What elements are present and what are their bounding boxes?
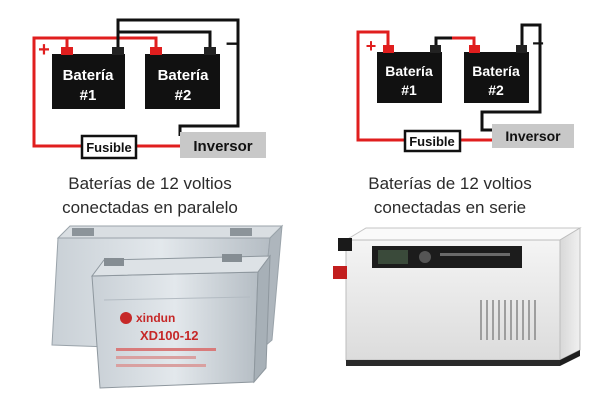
parallel-battery-1-positive-terminal	[61, 47, 73, 55]
parallel-positive-bridge-wire	[67, 36, 158, 50]
xindun-logo-icon	[120, 312, 132, 324]
series-battery-2-word: Batería	[472, 63, 520, 79]
series-link-wire-black	[434, 36, 452, 47]
parallel-battery-2-word: Batería	[158, 67, 210, 84]
series-positive-wire	[356, 30, 405, 142]
series-fuse-box	[403, 129, 462, 153]
battery-photo: xindun XD100-12	[51, 224, 284, 389]
parallel-battery-1-body	[52, 54, 125, 109]
series-diagram: Batería #1 Batería #2 + − Fusible Invers…	[356, 23, 574, 153]
series-plus-sign: +	[366, 36, 377, 56]
series-inverter-label: Inversor	[505, 128, 561, 144]
battery-model: XD100-12	[140, 328, 199, 343]
parallel-battery-1-word: Batería	[63, 67, 115, 84]
battery-brand: xindun	[136, 311, 175, 325]
series-caption: Baterías de 12 voltios conectadas en ser…	[300, 172, 600, 220]
inverter-photo	[333, 227, 582, 366]
series-caption-line-2: conectadas en serie	[373, 198, 527, 217]
parallel-fuse-label: Fusible	[86, 140, 132, 155]
inverter-knob-icon	[419, 251, 431, 263]
series-battery-1-negative-terminal	[430, 45, 441, 53]
parallel-negative-wire	[116, 18, 240, 136]
battery-label-lines-3	[116, 364, 206, 367]
parallel-battery-2-negative-terminal	[204, 47, 216, 55]
series-battery-1-body	[377, 52, 442, 103]
series-fuse-label: Fusible	[409, 134, 455, 149]
front-battery: xindun XD100-12	[90, 254, 272, 389]
series-link-wire-red	[452, 36, 476, 47]
parallel-inverter-label: Inversor	[193, 138, 252, 155]
parallel-battery-1-negative-terminal	[112, 47, 124, 55]
series-battery-2-positive-terminal	[469, 45, 480, 53]
series-battery-2-number: #2	[488, 82, 504, 98]
series-battery-1-number: #1	[401, 82, 417, 98]
parallel-caption-line-2: conectadas en paralelo	[62, 198, 238, 217]
series-caption-line-1: Baterías de 12 voltios	[368, 174, 532, 193]
parallel-diagram: Batería #1 Batería #2 + − Fusible Invers…	[32, 18, 266, 160]
parallel-inverter-box	[180, 132, 266, 158]
parallel-battery-2-positive-terminal	[150, 47, 162, 55]
parallel-caption-line-1: Baterías de 12 voltios	[68, 174, 232, 193]
series-battery-2-negative-terminal	[516, 45, 527, 53]
inverter-black-terminal	[338, 238, 352, 251]
battery-label-lines	[116, 348, 216, 351]
parallel-battery-2-body	[145, 54, 220, 109]
parallel-battery-2-number: #2	[175, 87, 192, 104]
series-minus-sign: −	[532, 33, 544, 55]
inverter-control-panel	[372, 246, 522, 268]
battery-label-lines-2	[116, 356, 196, 359]
parallel-battery-1-number: #1	[80, 87, 97, 104]
parallel-caption: Baterías de 12 voltios conectadas en par…	[0, 172, 300, 220]
series-negative-wire	[480, 23, 542, 132]
parallel-minus-sign: −	[226, 31, 239, 56]
series-battery-1-positive-terminal	[383, 45, 394, 53]
parallel-positive-wire	[32, 36, 82, 148]
inverter-vents	[480, 300, 536, 340]
series-inverter-box	[492, 124, 574, 148]
parallel-fuse-box	[80, 134, 138, 160]
series-battery-2-body	[464, 52, 529, 103]
parallel-plus-sign: +	[38, 39, 50, 61]
series-battery-1-word: Batería	[385, 63, 433, 79]
inverter-red-terminal	[333, 266, 347, 279]
inverter-display	[378, 250, 408, 264]
parallel-negative-bridge-wire	[118, 30, 212, 50]
